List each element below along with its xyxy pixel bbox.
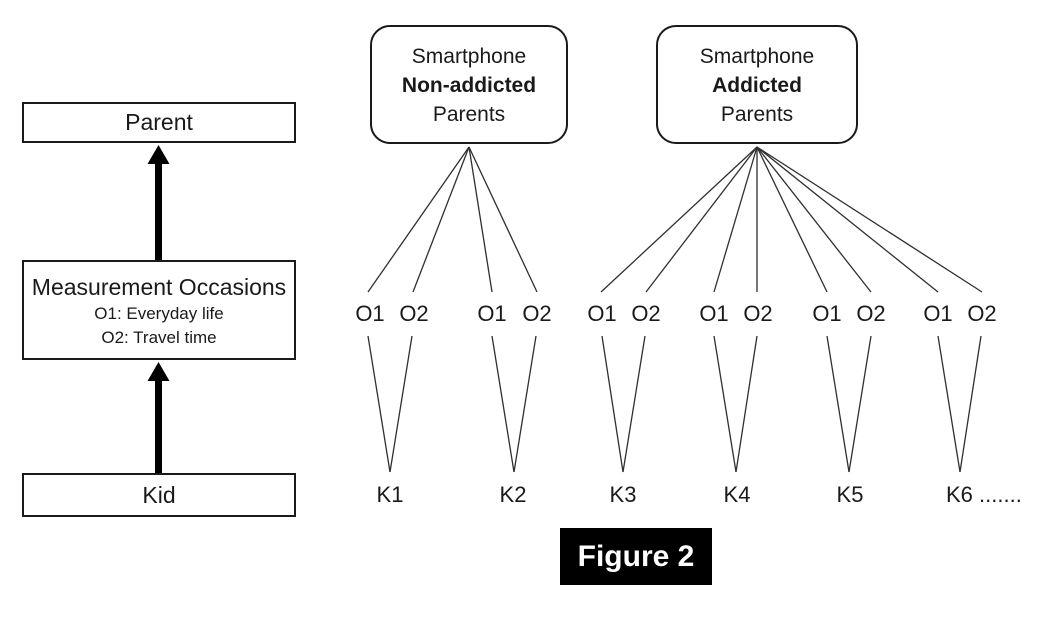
measurement-occasions-box: Measurement Occasions O1: Everyday life … (22, 260, 296, 360)
kid-box-label: Kid (142, 481, 176, 508)
fan-lines-nonaddicted (367, 146, 538, 293)
occasion-label-k4-o1: O1 (699, 301, 729, 326)
occasion-label-k2-o1: O1 (477, 301, 507, 326)
addicted-parents-box: Smartphone Addicted Parents (656, 25, 858, 144)
occasion-label-k6-o2: O2 (967, 301, 997, 326)
measurement-o2-label: O2: Travel time (101, 328, 217, 347)
kid-box: Kid (22, 473, 296, 517)
occasion-label-k2-o2: O2 (522, 301, 552, 326)
figure-caption-text: Figure 2 (577, 539, 695, 573)
addicted-line1: Smartphone (699, 45, 815, 68)
kid-label-k1: K1 (376, 482, 404, 507)
occasion-label-k4-o2: O2 (743, 301, 773, 326)
nonaddicted-line2: Non-addicted (401, 74, 537, 97)
figure-caption: Figure 2 (560, 528, 712, 585)
addicted-line2: Addicted (712, 74, 802, 97)
occasion-label-k5-o2: O2 (856, 301, 886, 326)
arrow-up-icon (147, 145, 170, 260)
parent-box: Parent (22, 102, 296, 143)
measurement-o1-label: O1: Everyday life (94, 304, 224, 323)
occasion-label-k1-o2: O2 (399, 301, 429, 326)
occasion-label-k3-o1: O1 (587, 301, 617, 326)
occasion-label-k1-o1: O1 (355, 301, 385, 326)
addicted-line3: Parents (720, 103, 794, 126)
kid-label-k4: K4 (723, 482, 751, 507)
nonaddicted-line3: Parents (432, 103, 506, 126)
occasion-label-k5-o1: O1 (812, 301, 842, 326)
kid-label-k2: K2 (499, 482, 527, 507)
fan-lines-addicted (600, 146, 983, 293)
measurement-occasions-title: Measurement Occasions (31, 274, 287, 300)
kid-label-k3: K3 (609, 482, 637, 507)
nonaddicted-parents-box: Smartphone Non-addicted Parents (370, 25, 568, 144)
arrow-up-icon (147, 362, 170, 473)
parent-box-label: Parent (125, 109, 193, 135)
occasion-label-k6-o1: O1 (923, 301, 953, 326)
occasion-to-kid-lines (367, 335, 982, 473)
occasion-label-k3-o2: O2 (631, 301, 661, 326)
kid-label-k6: K6 ....... (946, 482, 1022, 507)
kid-label-k5: K5 (836, 482, 864, 507)
nonaddicted-line1: Smartphone (411, 45, 527, 68)
